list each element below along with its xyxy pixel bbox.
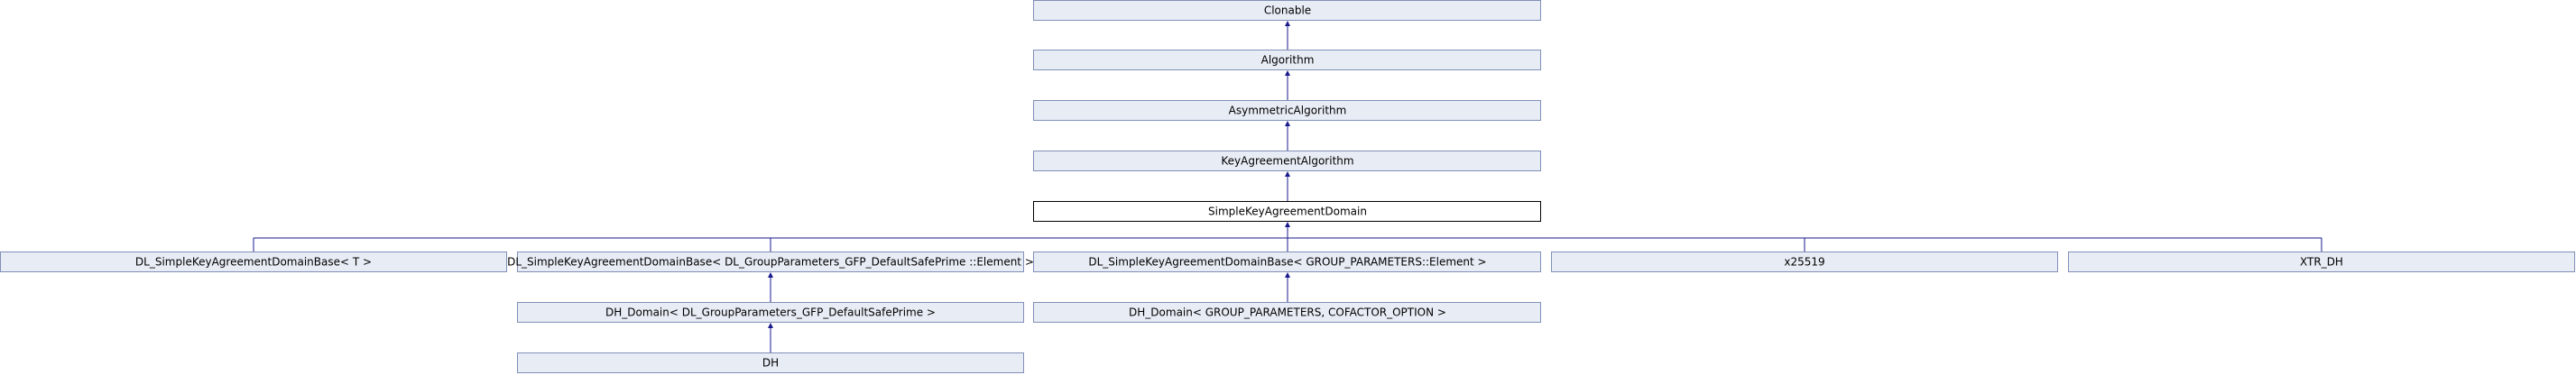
node-dl-base-gfp-box [517, 252, 1024, 272]
edges [253, 21, 2322, 352]
node-dh-box [517, 352, 1024, 373]
node-x25519-label: x25519 [1784, 256, 1824, 269]
node-algorithm-box [1033, 50, 1541, 70]
node-xtr-dh-box [2068, 252, 2575, 272]
node-dh-domain-group-params-box [1033, 302, 1541, 323]
node-asymmetric-algorithm-box [1033, 100, 1541, 121]
node-dh-domain-group-params-label: DH_Domain< GROUP_PARAMETERS, COFACTOR_OP… [1129, 306, 1446, 319]
node-clonable-label: Clonable [1264, 5, 1311, 17]
node-algorithm[interactable]: Algorithm [1033, 50, 1541, 70]
arrow-dl-base-group-params [1285, 272, 1290, 278]
arrow-asymmetric-algorithm [1285, 121, 1290, 126]
node-dl-base-t-label: DL_SimpleKeyAgreementDomainBase< T > [135, 256, 372, 269]
node-dl-base-group-params-box [1033, 252, 1541, 272]
node-key-agreement-algorithm-label: KeyAgreementAlgorithm [1221, 155, 1353, 168]
node-dh-domain-gfp-box [517, 302, 1024, 323]
node-dl-base-gfp[interactable]: DL_SimpleKeyAgreementDomainBase< DL_Grou… [507, 252, 1034, 272]
arrow-algorithm [1285, 70, 1290, 76]
node-dl-base-group-params-label: DL_SimpleKeyAgreementDomainBase< GROUP_P… [1088, 256, 1486, 269]
node-dl-base-group-params[interactable]: DL_SimpleKeyAgreementDomainBase< GROUP_P… [1033, 252, 1541, 272]
node-clonable[interactable]: Clonable [1033, 0, 1541, 21]
node-dh-label: DH [762, 357, 779, 370]
arrow-simple-key-agreement-domain [1285, 222, 1290, 227]
node-xtr-dh-label: XTR_DH [2300, 256, 2343, 269]
node-key-agreement-algorithm[interactable]: KeyAgreementAlgorithm [1033, 151, 1541, 171]
arrow-clonable [1285, 21, 1290, 26]
node-dh-domain-gfp-label: DH_Domain< DL_GroupParameters_GFP_Defaul… [605, 306, 936, 319]
node-asymmetric-algorithm[interactable]: AsymmetricAlgorithm [1033, 100, 1541, 121]
node-simple-key-agreement-domain-box [1033, 201, 1541, 222]
node-dl-base-t[interactable]: DL_SimpleKeyAgreementDomainBase< T > [0, 252, 507, 272]
node-xtr-dh[interactable]: XTR_DH [2068, 252, 2575, 272]
node-x25519[interactable]: x25519 [1551, 252, 2058, 272]
node-clonable-box [1033, 0, 1541, 21]
node-key-agreement-algorithm-box [1033, 151, 1541, 171]
arrow-key-agreement-algorithm [1285, 171, 1290, 177]
node-asymmetric-algorithm-label: AsymmetricAlgorithm [1229, 105, 1347, 117]
node-simple-key-agreement-domain-label: SimpleKeyAgreementDomain [1208, 206, 1367, 218]
node-dh-domain-group-params[interactable]: DH_Domain< GROUP_PARAMETERS, COFACTOR_OP… [1033, 302, 1541, 323]
node-dh[interactable]: DH [517, 352, 1024, 373]
node-algorithm-label: Algorithm [1261, 54, 1315, 67]
node-dh-domain-gfp[interactable]: DH_Domain< DL_GroupParameters_GFP_Defaul… [517, 302, 1024, 323]
node-x25519-box [1551, 252, 2058, 272]
node-dl-base-gfp-label: DL_SimpleKeyAgreementDomainBase< DL_Grou… [507, 256, 1034, 269]
arrow-dl-base-gfp [768, 272, 773, 278]
node-simple-key-agreement-domain: SimpleKeyAgreementDomain [1033, 201, 1541, 222]
arrow-dh-domain-gfp [768, 323, 773, 328]
node-dl-base-t-box [0, 252, 507, 272]
